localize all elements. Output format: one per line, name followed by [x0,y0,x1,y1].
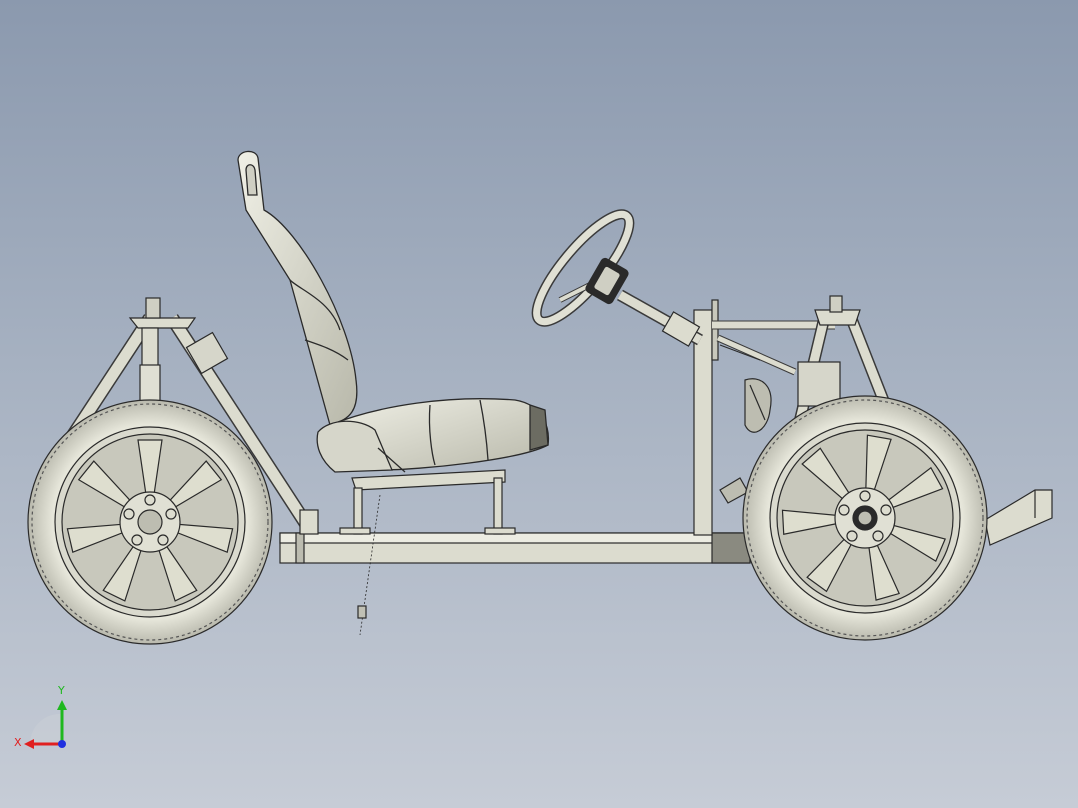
front-wheel [27,399,273,645]
x-axis-arrowhead [24,739,34,749]
triad-plane-indicator [29,713,63,744]
seat-mount [339,469,516,636]
driver-seat [237,150,550,473]
steering-assembly [531,209,703,347]
coordinate-triad: Y X [10,684,80,754]
rear-wheel [742,395,988,641]
y-axis-label: Y [58,684,65,697]
z-axis-dot [58,740,66,748]
front-suspension [64,297,319,535]
y-axis-arrowhead [57,700,67,710]
x-axis-label: X [14,736,22,749]
